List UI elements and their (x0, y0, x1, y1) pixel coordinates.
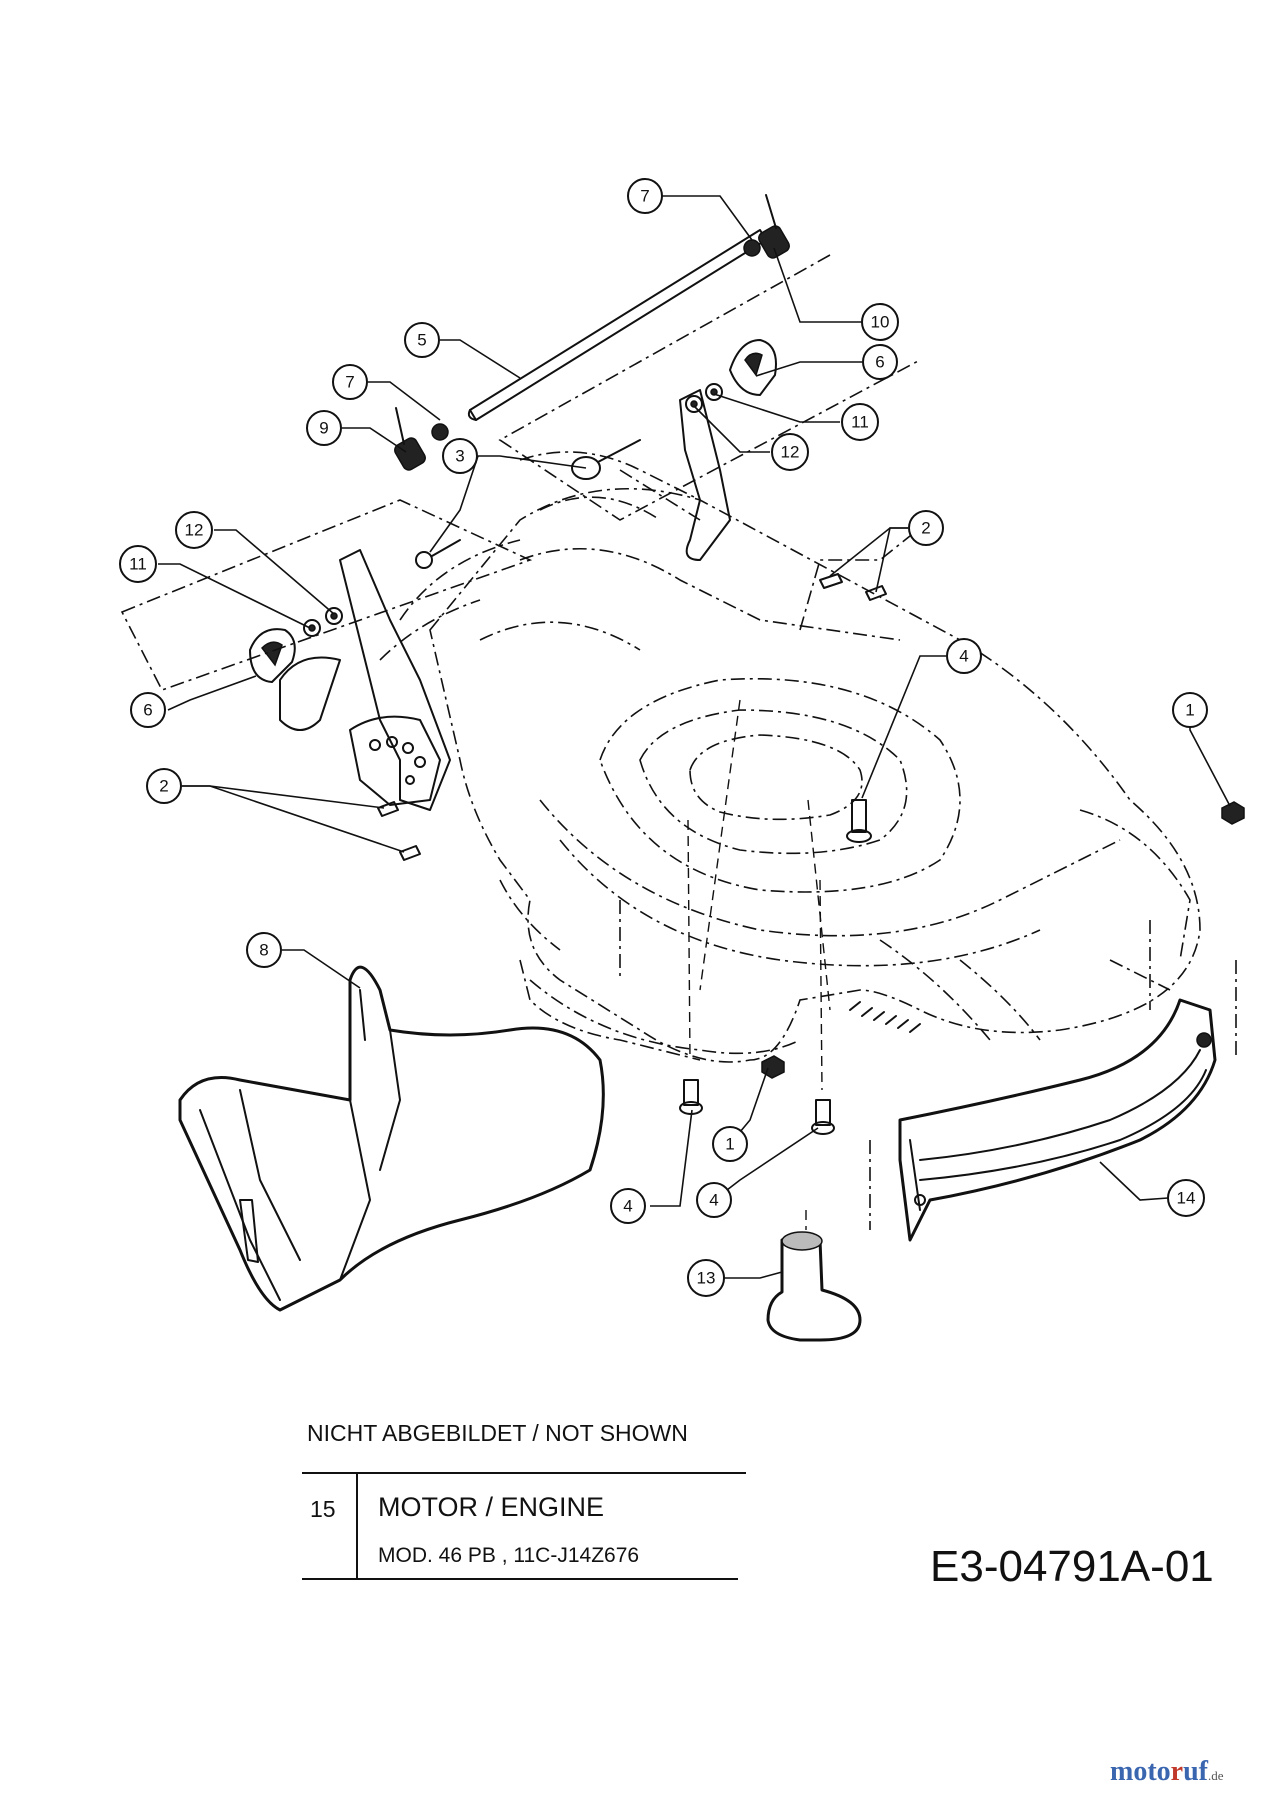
svg-text:12: 12 (781, 443, 800, 462)
callout-3: 3 (442, 438, 478, 474)
svg-text:10: 10 (871, 313, 890, 332)
blade-adapter (766, 1210, 862, 1342)
brand-suffix: uf (1183, 1756, 1208, 1787)
legend-item-name: MOTOR / ENGINE (378, 1492, 605, 1522)
svg-text:1: 1 (725, 1135, 734, 1154)
svg-text:2: 2 (159, 777, 168, 796)
pivot-bolts (415, 439, 641, 569)
svg-text:1: 1 (1185, 701, 1194, 720)
rear-flap (869, 960, 1237, 1242)
legend-rule-bottom (302, 1578, 738, 1580)
leader-lines (158, 195, 1231, 1279)
callout-7: 7 (332, 364, 368, 400)
height-adjust-knobs (249, 339, 777, 683)
svg-text:11: 11 (851, 413, 869, 432)
callout-4: 4 (696, 1182, 732, 1218)
callout-2: 2 (146, 768, 182, 804)
callout-8: 8 (246, 932, 282, 968)
callout-7: 7 (627, 178, 663, 214)
svg-text:4: 4 (623, 1197, 632, 1216)
svg-text:2: 2 (921, 519, 930, 538)
callout-12: 12 (771, 433, 809, 471)
spring-left (394, 407, 449, 471)
svg-text:8: 8 (259, 941, 268, 960)
callout-4: 4 (946, 638, 982, 674)
svg-text:7: 7 (640, 187, 649, 206)
svg-text:6: 6 (143, 701, 152, 720)
callout-13: 13 (687, 1259, 725, 1297)
callout-1: 1 (1172, 692, 1208, 728)
callout-6: 6 (130, 692, 166, 728)
svg-text:3: 3 (455, 447, 464, 466)
svg-text:6: 6 (875, 353, 884, 372)
brand-prefix: moto (1110, 1756, 1171, 1787)
callout-9: 9 (306, 410, 342, 446)
svg-text:4: 4 (959, 647, 968, 666)
callout-6: 6 (862, 344, 898, 380)
legend-rule-top (302, 1472, 746, 1474)
callout-12: 12 (175, 511, 213, 549)
callout-10: 10 (861, 303, 899, 341)
legend-divider (356, 1473, 358, 1578)
svg-text:7: 7 (345, 373, 354, 392)
legend-item-number: 15 (310, 1496, 336, 1522)
brand-watermark: motoruf.de (1110, 1756, 1224, 1788)
callout-2: 2 (908, 510, 944, 546)
brand-tld: .de (1208, 1768, 1224, 1783)
assembly-guides (120, 254, 931, 1091)
callout-11: 11 (841, 403, 879, 441)
svg-text:5: 5 (417, 331, 426, 350)
callout-11: 11 (119, 545, 157, 583)
drawing-code: E3-04791A-01 (930, 1542, 1214, 1591)
svg-text:14: 14 (1177, 1189, 1196, 1208)
svg-text:11: 11 (129, 555, 147, 574)
callout-4: 4 (610, 1188, 646, 1224)
brand-accent: r (1170, 1756, 1184, 1787)
washers (303, 383, 723, 637)
svg-text:9: 9 (319, 419, 328, 438)
callout-5: 5 (404, 322, 440, 358)
callout-14: 14 (1167, 1179, 1205, 1217)
legend-header: NICHT ABGEBILDET / NOT SHOWN (307, 1420, 688, 1446)
discharge-chute (178, 965, 605, 1312)
mower-deck (279, 389, 1201, 1063)
callout-1: 1 (712, 1126, 748, 1162)
svg-text:4: 4 (709, 1191, 718, 1210)
spring-right (743, 194, 790, 259)
legend-item-model: MOD. 46 PB , 11C-J14Z676 (378, 1544, 640, 1567)
svg-text:13: 13 (697, 1269, 716, 1288)
nuts-1 (761, 801, 1245, 1079)
bolts-4 (679, 799, 872, 1135)
svg-text:12: 12 (185, 521, 204, 540)
